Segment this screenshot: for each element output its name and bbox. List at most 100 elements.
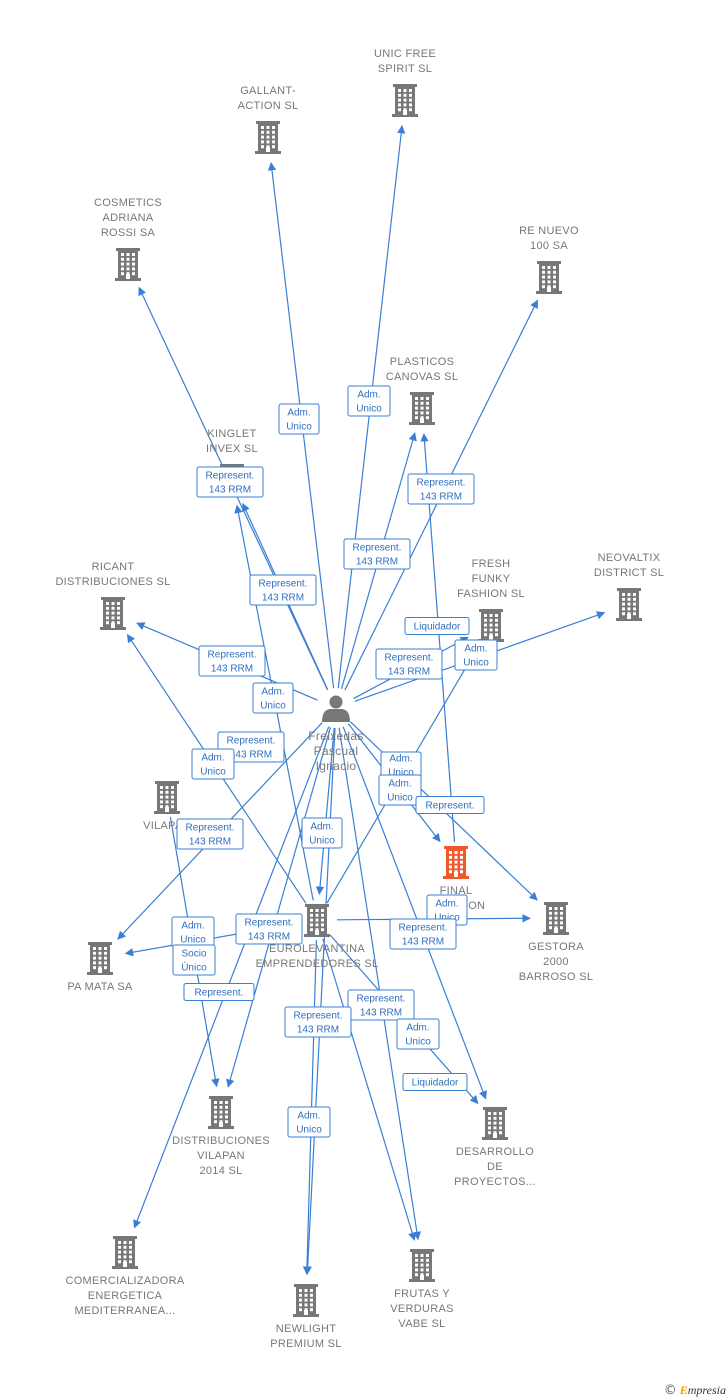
relation-text: Liquidador [414,622,461,633]
building-icon [255,121,281,154]
relation-box [284,1006,352,1038]
relation-text: Adm.Unico [387,779,413,804]
edge-person-desarrollo [342,726,487,1100]
building-icon [616,588,642,621]
node-label-pamata: PA MATA SA [67,981,133,993]
node-gallant[interactable]: GALLANT-ACTION SL [238,85,299,154]
relation-text: Adm.Unico [200,753,226,778]
relation-label-r17: Represent.143 RRM [176,818,244,850]
relation-text: Adm.Unico [286,408,312,433]
relation-text: Represent.143 RRM [353,543,402,568]
building-icon [304,904,330,937]
relation-box [347,385,391,417]
building-icon [87,942,113,975]
relation-box [402,1073,468,1091]
relation-box [235,913,303,945]
relation-label-r6: Represent.143 RRM [249,574,317,606]
relation-box [396,1018,440,1050]
relation-text: Represent.143 RRM [417,478,466,503]
relation-box [389,918,457,950]
relation-text: Represent.143 RRM [227,736,276,761]
relation-text: Represent.143 RRM [399,923,448,948]
relation-text: Adm.Unico [388,754,414,779]
relation-box [176,818,244,850]
node-pamata[interactable]: PA MATA SA [67,942,133,993]
relation-label-r27: Adm.Unico [396,1018,440,1050]
relation-box [183,983,255,1001]
relation-text: Liquidador [412,1078,459,1089]
brand-logo: Empresia [679,1383,726,1397]
relation-label-r9: Adm.Unico [454,639,498,671]
relation-text: Represent. [195,988,244,999]
relation-label-r21: Adm.Unico [171,916,215,948]
relation-box [191,748,235,780]
building-icon [154,781,180,814]
relation-label-r29: Adm.Unico [287,1106,331,1138]
node-label-gallant: GALLANT-ACTION SL [238,85,299,112]
relation-label-r8: Represent.143 RRM [198,645,266,677]
footer-brand: © Empresia [664,1383,726,1398]
relation-label-r25: Represent.143 RRM [347,989,415,1021]
relation-box [407,473,475,505]
edge-eurolevantina-frutas [322,938,417,1241]
relation-text: Represent.143 RRM [186,823,235,848]
relation-box [287,1106,331,1138]
relation-label-r1: Adm.Unico [278,403,320,435]
relation-box [196,466,264,498]
building-icon [482,1107,508,1140]
relation-text: Adm.Unico [309,822,335,847]
relation-label-r16: Represent. [415,796,485,814]
relation-box [249,574,317,606]
relation-text: Adm.Unico [180,921,206,946]
edge-person-newlight [303,727,336,1275]
relation-text: Represent.143 RRM [259,579,308,604]
relation-box [343,538,411,570]
relation-label-r26: Represent.143 RRM [284,1006,352,1038]
relation-label-r15: Adm.Unico [378,774,422,806]
relation-box [347,989,415,1021]
person-icon [322,695,350,722]
relation-box [278,403,320,435]
building-icon [536,261,562,294]
building-icon [409,1249,435,1282]
relation-label-r28: Liquidador [402,1073,468,1091]
relation-text: Adm.Unico [356,390,382,415]
relation-box [301,817,343,849]
relation-box [198,645,266,677]
edge-person-distvilapan [226,727,332,1088]
relation-label-r10: Represent.143 RRM [375,648,443,680]
relation-box [378,774,422,806]
relation-text: Adm.Unico [405,1023,431,1048]
relation-label-r23: Represent.143 RRM [389,918,457,950]
relation-label-r2: Adm.Unico [347,385,391,417]
relation-label-r5: Represent.143 RRM [343,538,411,570]
relation-label-r20: Represent.143 RRM [235,913,303,945]
relation-text: Adm.Unico [434,899,460,924]
relation-label-r7: Liquidador [404,617,470,635]
relation-text: Represent.143 RRM [294,1011,343,1036]
relation-text: Represent.143 RRM [206,471,255,496]
